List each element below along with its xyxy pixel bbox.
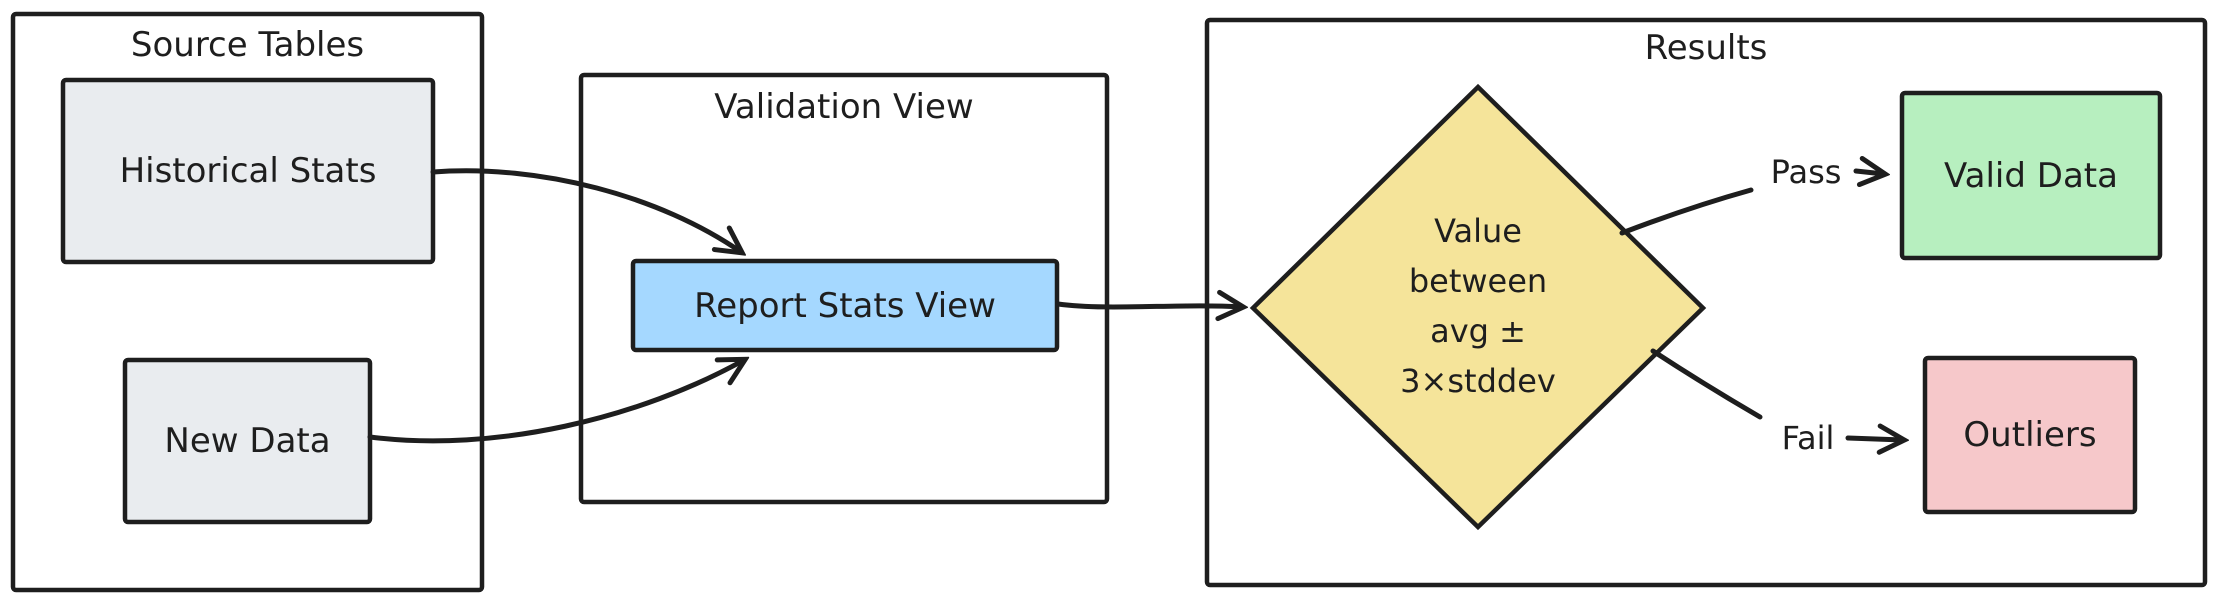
valid-data-node: [1899, 90, 2163, 261]
pass-branch-line: [1619, 187, 1754, 236]
pass-arrow-to-valid-data: [1853, 171, 1884, 174]
decision-diamond-node: [1249, 83, 1707, 531]
validation-view-container: [578, 72, 1110, 505]
new-data-node: [122, 357, 373, 525]
results-container: [1204, 17, 2208, 588]
fail-arrow-to-outliers: [1845, 438, 1903, 440]
arrow-new-data-to-report-stats-view: [367, 360, 744, 444]
outliers-node: [1922, 355, 2138, 515]
report-stats-view-node: [630, 258, 1060, 353]
arrow-report-stats-view-to-decision: [1055, 304, 1242, 307]
source-tables-container: [10, 11, 485, 593]
fail-branch-line: [1650, 348, 1763, 420]
arrow-historical-stats-to-report-stats-view: [430, 168, 741, 252]
historical-stats-node: [60, 77, 436, 265]
